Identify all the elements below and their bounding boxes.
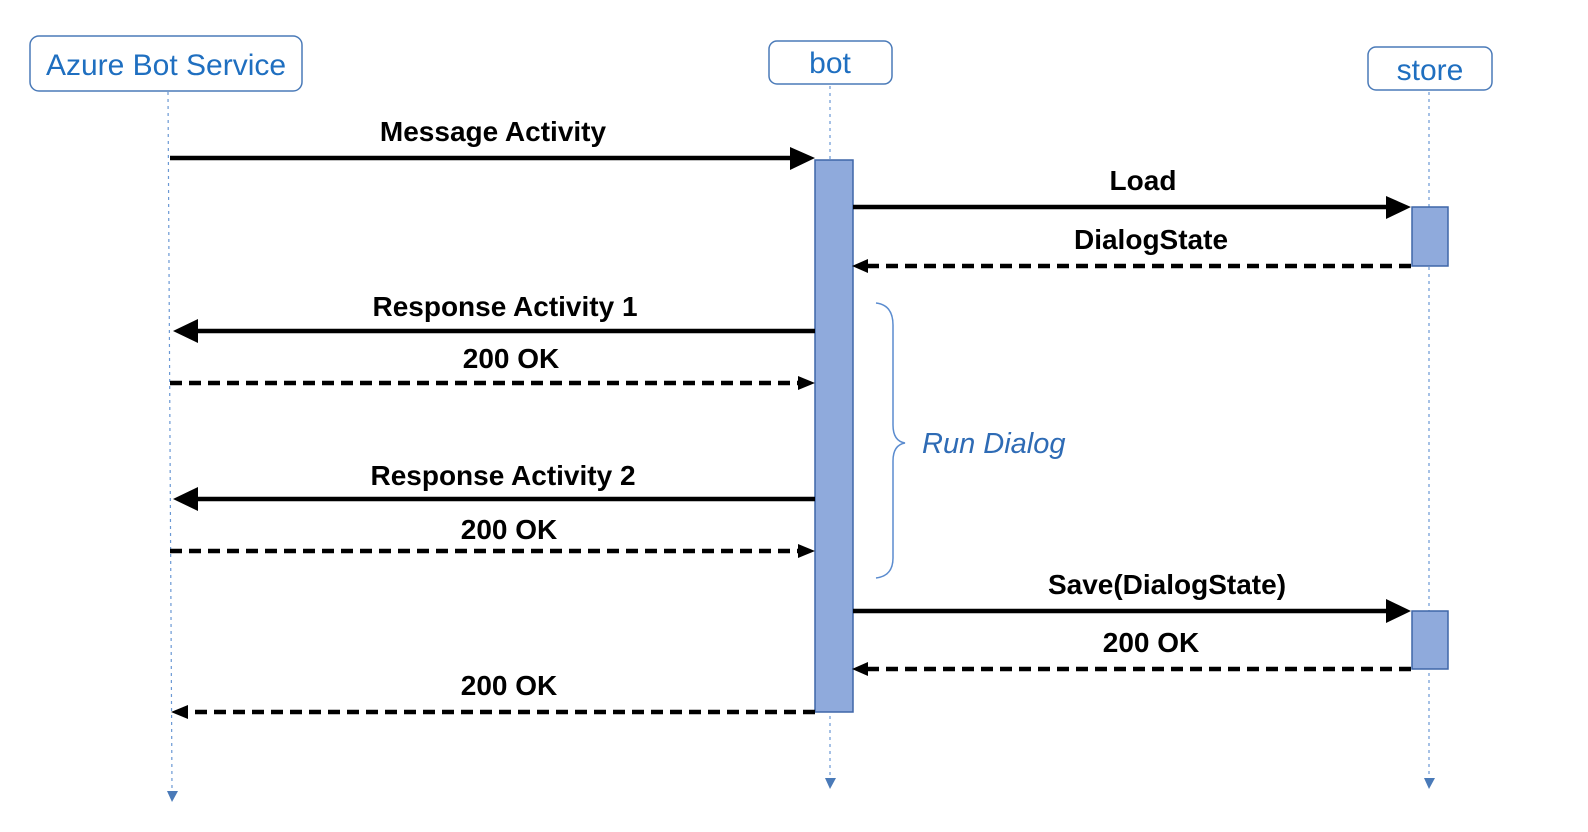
- lifeline-azure: [167, 91, 173, 791]
- lifeline-bot-end-arrow: [825, 778, 836, 789]
- ok-response-2-arrow: 200 OK: [170, 514, 815, 558]
- ok-response-1-label: 200 OK: [463, 343, 560, 374]
- dialogstate-return-arrow: DialogState: [852, 224, 1411, 273]
- store-activation-load: [1411, 206, 1449, 267]
- ok-store-save-arrow: 200 OK: [852, 627, 1411, 676]
- response-activity-2-label: Response Activity 2: [370, 460, 635, 491]
- lifeline-azure-end-arrow: [167, 791, 178, 802]
- participant-azure-bot-service: Azure Bot Service: [29, 35, 303, 92]
- participant-bot: bot: [768, 40, 893, 85]
- message-activity-label: Message Activity: [380, 116, 607, 147]
- lifelines: [167, 86, 1435, 802]
- response-activity-1-arrow: Response Activity 1: [173, 291, 815, 343]
- save-dialogstate-label: Save(DialogState): [1048, 569, 1286, 600]
- load-label: Load: [1110, 165, 1177, 196]
- participant-azure-label: Azure Bot Service: [46, 49, 286, 82]
- store-activation-save: [1411, 610, 1449, 670]
- message-activity-arrow: Message Activity: [170, 116, 815, 170]
- ok-final-arrow: 200 OK: [171, 670, 815, 719]
- ok-final-label: 200 OK: [461, 670, 558, 701]
- ok-store-save-label: 200 OK: [1103, 627, 1200, 658]
- run-dialog-annotation: Run Dialog: [875, 302, 1065, 579]
- response-activity-2-arrow: Response Activity 2: [173, 460, 815, 511]
- ok-response-2-label: 200 OK: [461, 514, 558, 545]
- save-dialogstate-arrow: Save(DialogState): [853, 569, 1411, 623]
- participant-store-label: store: [1397, 54, 1464, 87]
- response-activity-1-label: Response Activity 1: [372, 291, 637, 322]
- participant-store: store: [1367, 46, 1493, 91]
- participant-bot-label: bot: [809, 47, 851, 80]
- run-dialog-brace: [875, 302, 906, 579]
- load-arrow: Load: [853, 165, 1411, 219]
- bot-activation-bar: [814, 159, 854, 713]
- lifeline-store-end-arrow: [1424, 778, 1435, 789]
- ok-response-1-arrow: 200 OK: [170, 343, 815, 390]
- dialogstate-label: DialogState: [1074, 224, 1228, 255]
- run-dialog-label: Run Dialog: [922, 428, 1065, 460]
